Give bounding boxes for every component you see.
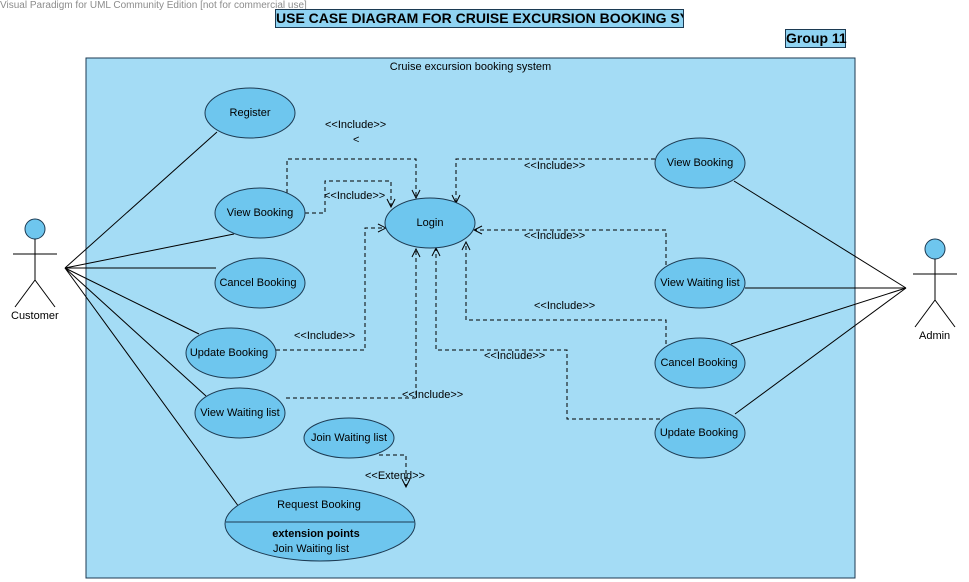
usecase-join-waiting-list-label: Join Waiting list (310, 432, 388, 444)
actor-customer-label: Customer (11, 310, 59, 322)
include-admin-cancel-booking-login (466, 242, 667, 344)
include-view-waiting-list-login (286, 249, 416, 399)
usecase-login[interactable] (384, 197, 476, 249)
association-admin-cancel-booking (730, 287, 907, 345)
admin-associations (730, 180, 907, 415)
usecase-view-booking-admin[interactable] (654, 137, 746, 189)
usecase-update-booking-admin[interactable] (654, 407, 746, 459)
include-label-top: <<Include>> (325, 119, 387, 131)
association-customer-register (64, 131, 218, 269)
customer-associations (64, 131, 240, 508)
system-boundary (85, 57, 856, 579)
actor-admin-label: Admin (919, 330, 951, 342)
actor-admin-head (924, 238, 946, 260)
association-customer-view-waiting-list (64, 267, 207, 397)
extension-points-title: extension points (272, 528, 360, 540)
usecase-view-waiting-list-customer-label: View Waiting list (200, 407, 280, 419)
include-label-stray: < (353, 134, 360, 146)
usecase-cancel-booking-customer-label: Cancel Booking (219, 277, 297, 289)
extend-join-waiting-list-request-booking (379, 454, 406, 487)
group-label: Group 11 (785, 29, 847, 48)
include-admin-view-waiting-list-login (474, 230, 667, 265)
extension-point-join-waiting-list: Join Waiting list (272, 543, 350, 555)
dependencies (276, 158, 667, 487)
use-cases (185, 87, 746, 562)
include-label-admin-update-booking: <<Include>> (484, 350, 546, 362)
association-customer-update-booking (64, 267, 200, 335)
include-label-admin-view-waiting-list: <<Include>> (524, 230, 586, 242)
diagram-title: USE CASE DIAGRAM FOR CRUISE EXCURSION BO… (275, 9, 684, 28)
actor-customer[interactable] (13, 218, 57, 308)
usecase-login-label: Login (416, 217, 444, 229)
usecase-register[interactable] (204, 87, 296, 139)
actor-customer-head (24, 218, 46, 240)
usecase-cancel-booking-admin[interactable] (654, 337, 746, 389)
watermark: Visual Paradigm for UML Community Editio… (0, 0, 307, 11)
usecase-view-booking-admin-label: View Booking (666, 157, 734, 169)
usecase-view-waiting-list-admin-label: View Waiting list (660, 277, 740, 289)
include-admin-view-booking-login (456, 158, 655, 203)
usecase-request-booking-label: Request Booking (277, 499, 361, 511)
usecase-view-booking-customer-label: View Booking (226, 207, 294, 219)
association-customer-request-booking (64, 267, 240, 508)
include-label-view-waiting-list: <<Include>> (402, 389, 464, 401)
usecase-update-booking-customer-label: Update Booking (189, 347, 269, 359)
usecase-request-booking[interactable] (224, 486, 416, 562)
include-cancel-booking-login (305, 180, 391, 214)
include-admin-update-booking-login (436, 248, 660, 420)
association-admin-view-booking (733, 180, 907, 289)
include-label-cancel-booking: <<Include>> (324, 190, 386, 202)
usecase-view-booking-customer[interactable] (214, 187, 306, 239)
usecase-register-label: Register (229, 107, 271, 119)
extend-label: <<Extend>> (365, 470, 425, 482)
system-name: Cruise excursion booking system (389, 61, 552, 73)
include-label-admin-view-booking: <<Include>> (524, 160, 586, 172)
usecase-cancel-booking-customer[interactable] (214, 257, 306, 309)
actor-admin[interactable] (913, 238, 957, 328)
usecase-update-booking-admin-label: Update Booking (659, 427, 739, 439)
include-label-update-booking: <<Include>> (294, 330, 356, 342)
association-customer-view-booking (64, 233, 235, 269)
include-view-booking-login (286, 158, 416, 198)
usecase-view-waiting-list-admin[interactable] (654, 257, 746, 309)
include-label-admin-cancel-booking: <<Include>> (534, 300, 596, 312)
usecase-view-waiting-list-customer[interactable] (194, 387, 286, 439)
usecase-update-booking-customer[interactable] (185, 327, 277, 379)
usecase-join-waiting-list[interactable] (303, 417, 395, 459)
association-admin-update-booking (734, 287, 907, 415)
include-update-booking-login (276, 228, 386, 351)
usecase-cancel-booking-admin-label: Cancel Booking (660, 357, 738, 369)
